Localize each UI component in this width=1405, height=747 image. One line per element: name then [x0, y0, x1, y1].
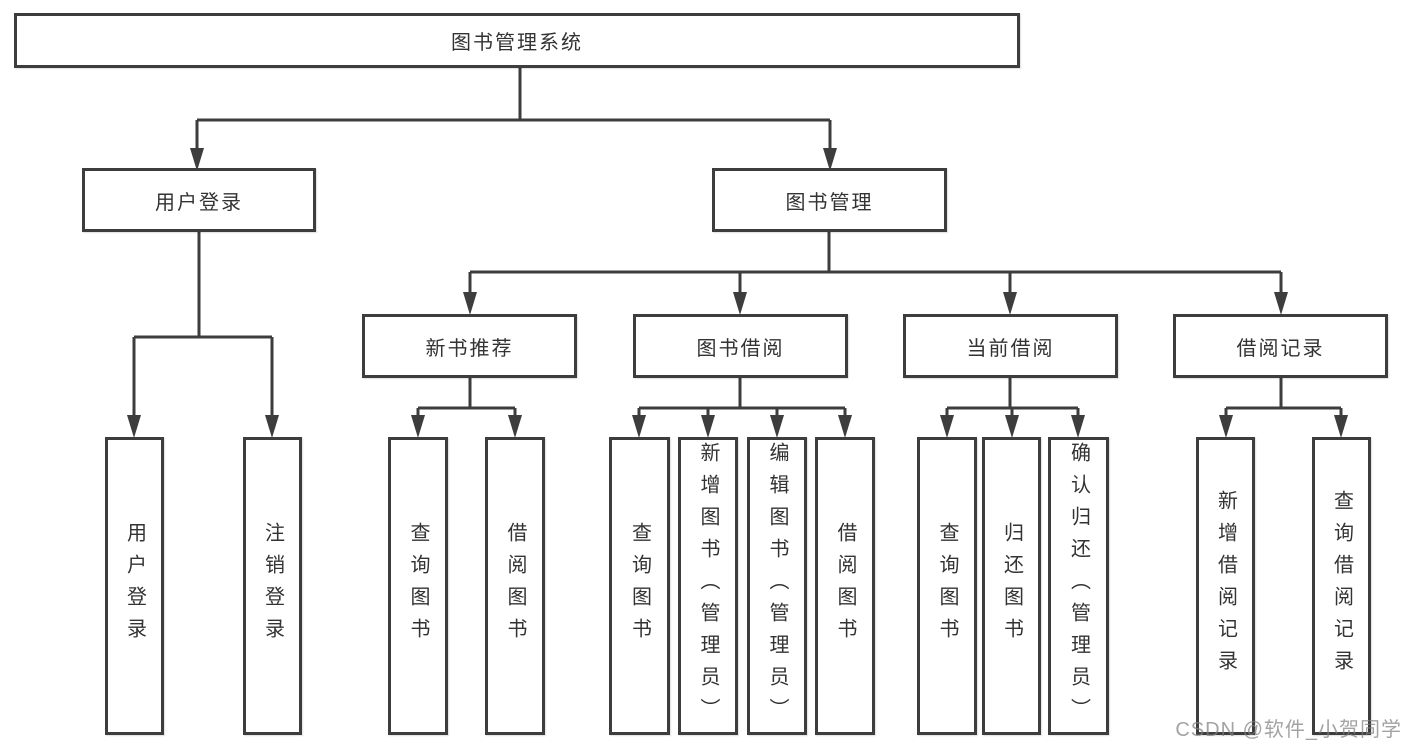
node-label: 查询图书 [628, 522, 651, 650]
node-label: 查询借阅记录 [1330, 490, 1353, 682]
node-label: 查询图书 [407, 522, 429, 650]
node-label: 用户登录 [155, 191, 243, 214]
leaf-bb-borrow-books: 借阅图书 [815, 437, 875, 735]
arrowhead [823, 148, 837, 171]
arrowhead [1005, 415, 1019, 438]
node-user-login: 用户登录 [82, 168, 316, 232]
arrowhead [770, 415, 784, 438]
leaf-br-add-borrow-record: 新增借阅记录 [1196, 437, 1255, 735]
leaf-cb-query-books: 查询图书 [917, 437, 977, 735]
leaf-nbr-query-books: 查询图书 [388, 437, 448, 735]
leaf-bb-edit-books-admin: 编辑图书（管理员） [747, 437, 807, 735]
leaf-cb-confirm-return-admin: 确认归还（管理员） [1048, 437, 1109, 735]
arrowhead [1071, 415, 1085, 438]
node-label: 归还图书 [1000, 522, 1023, 650]
connector-current-borrow-to-leaves [945, 378, 1080, 418]
connector-root-to-level2 [195, 68, 832, 152]
connector-book-borrow-to-leaves [637, 378, 847, 418]
leaf-user-login: 用户登录 [105, 437, 164, 735]
node-label: 新书推荐 [425, 337, 514, 360]
node-label: 当前借阅 [966, 337, 1055, 360]
arrowhead [1334, 415, 1348, 438]
node-label: 查询图书 [936, 522, 958, 650]
node-label: 图书管理 [785, 191, 874, 214]
arrowhead [1274, 292, 1288, 315]
node-label: 借阅图书 [834, 522, 856, 650]
node-book-borrow: 图书借阅 [633, 314, 848, 378]
node-label: 借阅图书 [504, 522, 526, 650]
arrowhead [1219, 415, 1233, 438]
node-label: 用户登录 [123, 522, 146, 650]
arrowhead [127, 415, 141, 438]
arrowhead [940, 415, 954, 438]
leaf-bb-query-books: 查询图书 [609, 437, 670, 735]
node-label: 新增借阅记录 [1214, 490, 1237, 682]
leaf-nbr-borrow-books: 借阅图书 [485, 437, 545, 735]
node-borrow-records: 借阅记录 [1173, 314, 1388, 378]
arrowhead [632, 415, 646, 438]
connector-new-book-recommend-to-leaves [416, 378, 517, 418]
leaf-bb-add-books-admin: 新增图书（管理员） [678, 437, 738, 735]
node-label: 注销登录 [261, 522, 284, 650]
node-book-management: 图书管理 [712, 168, 947, 232]
node-current-borrow: 当前借阅 [903, 314, 1118, 378]
node-label: 图书借阅 [696, 337, 785, 360]
arrowhead [701, 415, 715, 438]
arrowhead [411, 415, 425, 438]
arrowhead [265, 415, 279, 438]
node-label: 图书管理系统 [451, 32, 583, 54]
connector-user-login-to-leaves [132, 232, 274, 418]
connector-borrow-records-to-leaves [1224, 378, 1343, 418]
node-label: 确认归还（管理员） [1067, 442, 1090, 730]
leaf-br-query-borrow-record: 查询借阅记录 [1312, 437, 1371, 735]
arrowhead [508, 415, 522, 438]
arrowhead [190, 148, 204, 171]
csdn-watermark: CSDN @软件_小贺同学 [1175, 719, 1402, 741]
node-label: 新增图书（管理员） [697, 442, 719, 730]
node-label: 借阅记录 [1236, 337, 1325, 360]
leaf-cb-return-books: 归还图书 [982, 437, 1041, 735]
arrowhead [733, 292, 747, 315]
node-new-book-recommend: 新书推荐 [362, 314, 577, 378]
connector-book-management-to-level3 [468, 232, 1283, 295]
arrowhead [463, 292, 477, 315]
node-root-library-system: 图书管理系统 [14, 13, 1020, 68]
leaf-logout-login: 注销登录 [243, 437, 302, 735]
arrowhead [1003, 292, 1017, 315]
node-label: 编辑图书（管理员） [766, 442, 788, 730]
arrowhead [838, 415, 852, 438]
